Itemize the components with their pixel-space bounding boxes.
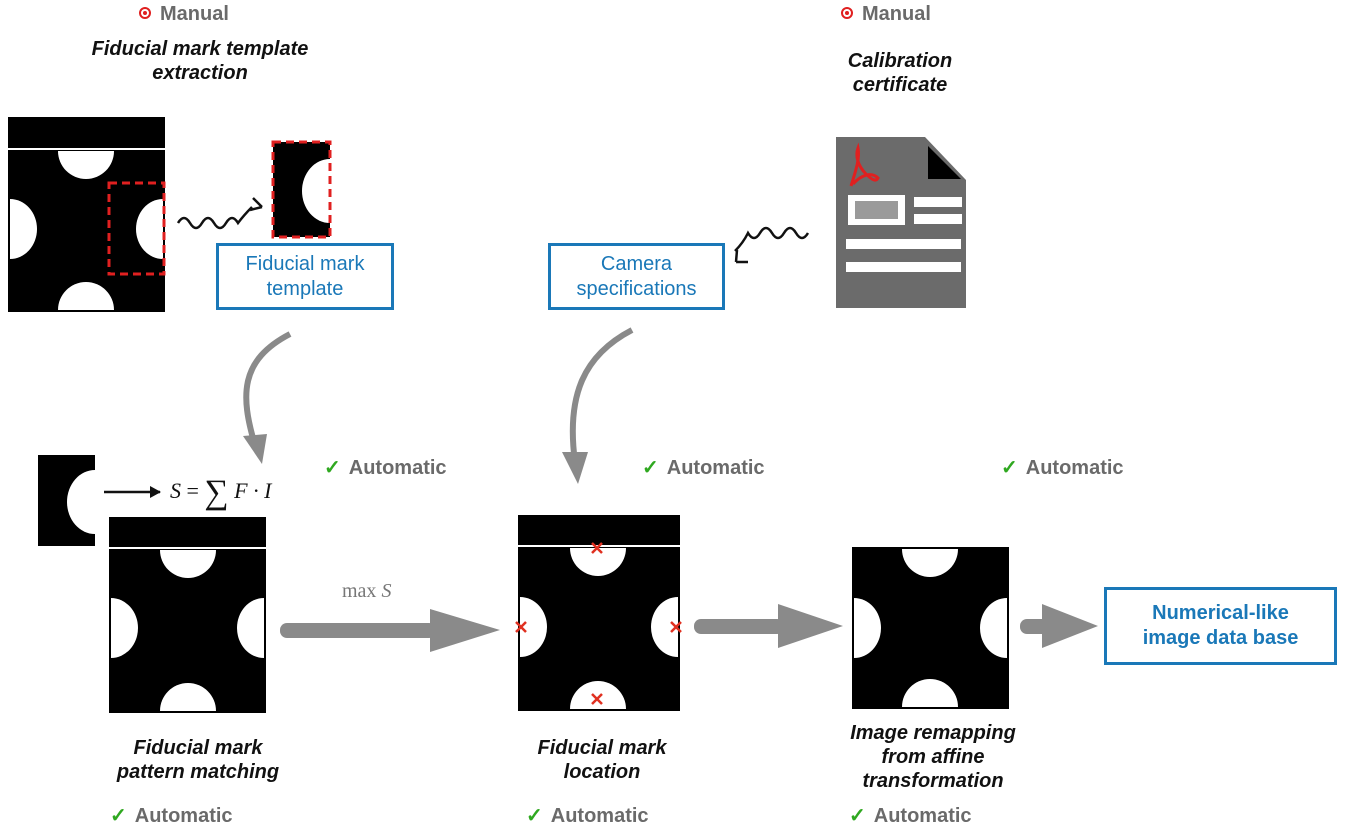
arrow-to-database <box>1020 604 1098 648</box>
automatic-status-bottom-1: ✓Automatic <box>110 805 233 827</box>
max-score-label: max S <box>342 580 392 602</box>
check-icon: ✓ <box>110 805 127 827</box>
calibration-certificate-label: Calibration certificate <box>847 50 953 96</box>
remapping-label: Image remapping from affine transformati… <box>850 722 1016 792</box>
mark-location-label: Fiducial mark location <box>537 737 667 783</box>
arrow-to-remapping <box>694 604 843 648</box>
automatic-status-bottom-2: ✓Automatic <box>526 805 649 827</box>
fiducial-source-image <box>8 117 166 312</box>
extracted-template-image <box>271 140 332 239</box>
automatic-status-bottom-3: ✓Automatic <box>849 805 972 827</box>
remapped-image <box>852 547 1009 709</box>
check-icon: ✓ <box>849 805 866 827</box>
check-icon: ✓ <box>1001 457 1018 479</box>
pattern-matching-image <box>109 517 266 713</box>
matching-template-image <box>38 455 95 546</box>
automatic-status-remapping: ✓Automatic <box>1001 457 1124 479</box>
cross-marker-icon <box>515 542 682 705</box>
mark-location-image <box>515 515 682 711</box>
score-formula: S = ∑ F · I <box>170 474 272 511</box>
check-icon: ✓ <box>642 457 659 479</box>
wavy-arrow-icon <box>176 206 253 230</box>
manual-dot-icon <box>841 7 853 19</box>
pattern-matching-label: Fiducial mark pattern matching <box>116 737 280 783</box>
arrow-to-location <box>280 609 500 652</box>
automatic-status-location: ✓Automatic <box>642 457 765 479</box>
manual-status-template: Manual <box>139 3 229 26</box>
manual-dot-icon <box>139 7 151 19</box>
wavy-arrow-icon <box>734 226 810 252</box>
manual-status-calibration: Manual <box>841 3 931 26</box>
template-extraction-label: Fiducial mark template extraction <box>91 38 309 84</box>
automatic-status-pattern: ✓Automatic <box>324 457 447 479</box>
pdf-document-icon <box>836 137 966 308</box>
check-icon: ✓ <box>526 805 543 827</box>
check-icon: ✓ <box>324 457 341 479</box>
